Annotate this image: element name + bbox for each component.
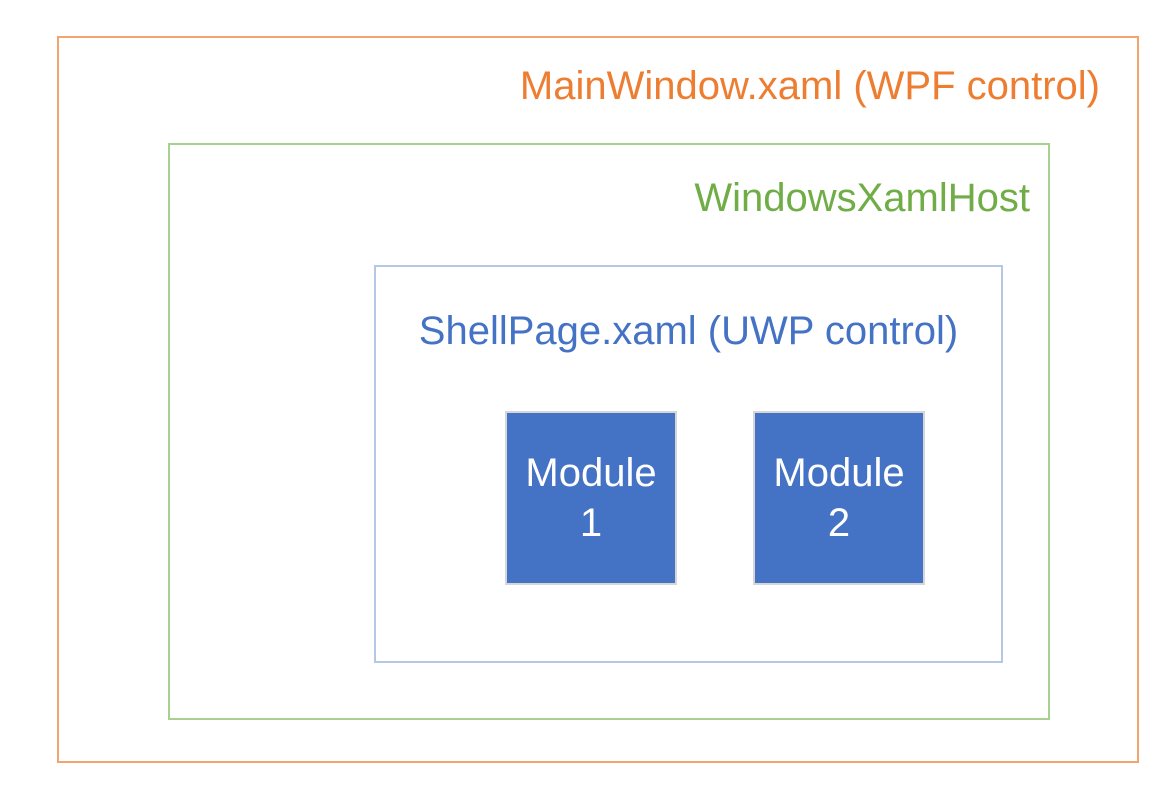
main-window-box: MainWindow.xaml (WPF control) WindowsXam… [57,36,1139,763]
module-1-box: Module 1 [505,411,677,585]
module-2-label-line-1: Module [773,451,905,495]
windows-xaml-host-label: WindowsXamlHost [694,176,1030,220]
shell-page-box: ShellPage.xaml (UWP control) Module 1 Mo… [374,265,1003,663]
module-1-label-line-2: 1 [579,501,603,545]
shell-page-label: ShellPage.xaml (UWP control) [418,309,959,353]
module-2-box: Module 2 [753,411,925,585]
module-1-label-line-1: Module [525,451,657,495]
windows-xaml-host-box: WindowsXamlHost ShellPage.xaml (UWP cont… [168,143,1050,720]
main-window-label: MainWindow.xaml (WPF control) [519,64,1100,108]
module-2-label-line-2: 2 [827,501,851,545]
